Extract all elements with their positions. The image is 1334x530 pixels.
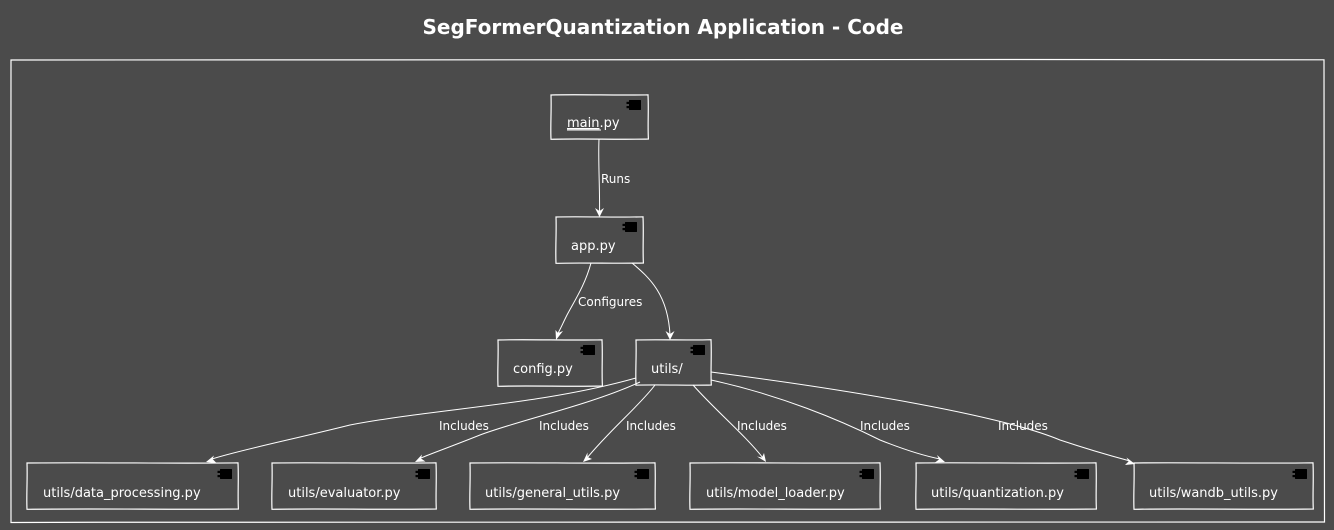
edge-utils-data-processing: Includes — [206, 377, 637, 463]
edge-utils-evaluator: Includes — [415, 381, 641, 462]
component-icon — [626, 100, 641, 110]
edge-main-app: Runs — [595, 138, 630, 217]
node-wandb-utils-label: utils/wandb_utils.py — [1149, 486, 1278, 501]
diagram-title: SegFormerQuantization Application - Code — [423, 15, 904, 39]
component-icon — [634, 469, 649, 479]
component-icon — [622, 222, 637, 232]
component-icon — [415, 469, 430, 479]
node-config: config.py — [497, 339, 604, 387]
component-icon — [690, 345, 705, 355]
component-icon — [1292, 469, 1307, 479]
edge-label-includes-1: Includes — [439, 419, 489, 433]
node-evaluator-label: utils/evaluator.py — [288, 486, 401, 501]
edge-app-utils — [631, 262, 675, 340]
node-general-utils-label: utils/general_utils.py — [485, 486, 620, 501]
svg-text:main.py: main.py — [567, 116, 620, 131]
edge-utils-quantization: Includes — [710, 379, 945, 463]
component-icon — [1074, 469, 1089, 479]
node-wandb-utils: utils/wandb_utils.py — [1133, 462, 1314, 510]
node-data-processing-label: utils/data_processing.py — [43, 486, 201, 501]
node-utils: utils/ — [635, 339, 712, 386]
edge-label-includes-5: Includes — [860, 419, 910, 433]
component-icon — [580, 345, 595, 355]
node-config-label: config.py — [513, 362, 573, 377]
edge-label-includes-4: Includes — [737, 419, 787, 433]
edge-utils-general-utils: Includes — [583, 384, 676, 462]
edge-app-config: Configures — [555, 262, 642, 340]
edge-label-configures: Configures — [578, 295, 642, 309]
node-model-loader: utils/model_loader.py — [689, 462, 881, 510]
node-main-suffix: .py — [599, 116, 619, 131]
node-main: main.py — [550, 94, 650, 140]
node-general-utils: utils/general_utils.py — [469, 462, 657, 510]
component-icon — [217, 469, 232, 479]
edge-label-includes-2: Includes — [539, 419, 589, 433]
node-quantization: utils/quantization.py — [915, 462, 1098, 510]
node-app: app.py — [555, 216, 645, 264]
edge-label-includes-3: Includes — [626, 419, 676, 433]
node-evaluator: utils/evaluator.py — [271, 462, 437, 510]
edge-label-includes-6: Includes — [998, 419, 1048, 433]
component-icon — [859, 469, 874, 479]
node-utils-label: utils/ — [651, 362, 683, 377]
edge-label-runs: Runs — [601, 172, 630, 186]
node-quantization-label: utils/quantization.py — [931, 486, 1064, 501]
node-model-loader-label: utils/model_loader.py — [706, 486, 845, 501]
node-app-label: app.py — [571, 239, 616, 254]
outer-frame — [10, 58, 1326, 524]
edge-utils-model-loader: Includes — [692, 384, 787, 462]
node-data-processing: utils/data_processing.py — [26, 462, 240, 510]
edge-utils-wandb-utils: Includes — [710, 371, 1135, 465]
node-main-underlined: main — [567, 116, 599, 131]
